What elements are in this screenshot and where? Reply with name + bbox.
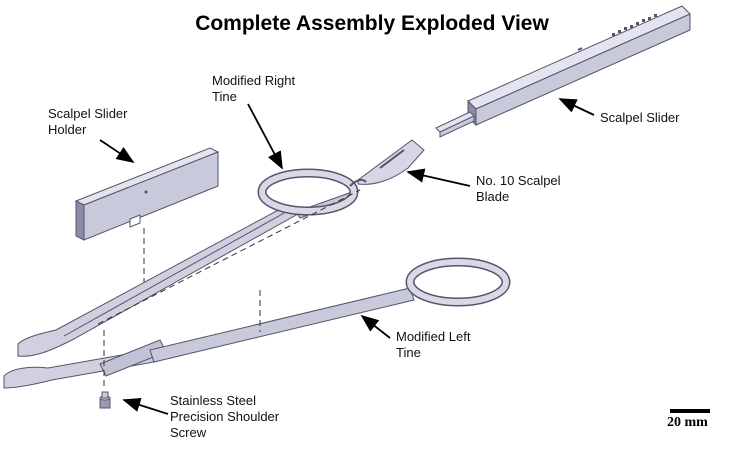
assembly-guide-lines: [97, 189, 361, 390]
right-tine-part: [17, 168, 367, 357]
label-line: Scalpel Slider: [48, 106, 128, 121]
label-modified-left-tine: Modified Left Tine: [396, 329, 470, 361]
scalpel-slider-part: [435, 5, 691, 138]
label-no10-scalpel-blade: No. 10 Scalpel Blade: [476, 173, 561, 205]
scalpel-slider-holder-part: [74, 147, 220, 241]
label-line: Stainless Steel: [170, 393, 256, 408]
scale-bar: [670, 409, 710, 413]
left-tine-part: [3, 257, 511, 389]
scalpel-blade-part: [357, 139, 425, 185]
label-modified-right-tine: Modified Right Tine: [212, 73, 295, 105]
diagram-title: Complete Assembly Exploded View: [195, 12, 549, 35]
leader-arrows: [99, 98, 595, 415]
label-line: Tine: [396, 345, 421, 360]
label-line: Precision Shoulder: [170, 409, 280, 424]
label-shoulder-screw: Stainless Steel Precision Shoulder Screw: [170, 393, 279, 441]
scale-bar-label: 20 mm: [667, 415, 708, 430]
label-scalpel-slider: Scalpel Slider: [600, 110, 680, 125]
label-line: Screw: [170, 425, 207, 440]
label-line: Modified Left: [396, 329, 471, 344]
label-line: No. 10 Scalpel: [476, 173, 561, 188]
label-line: Holder: [48, 122, 87, 137]
label-scalpel-slider-holder: Scalpel Slider Holder: [48, 106, 128, 138]
label-line: Blade: [476, 189, 510, 204]
label-line: Tine: [212, 89, 237, 104]
label-line: Modified Right: [212, 73, 296, 88]
shoulder-screw-part: [99, 391, 111, 409]
